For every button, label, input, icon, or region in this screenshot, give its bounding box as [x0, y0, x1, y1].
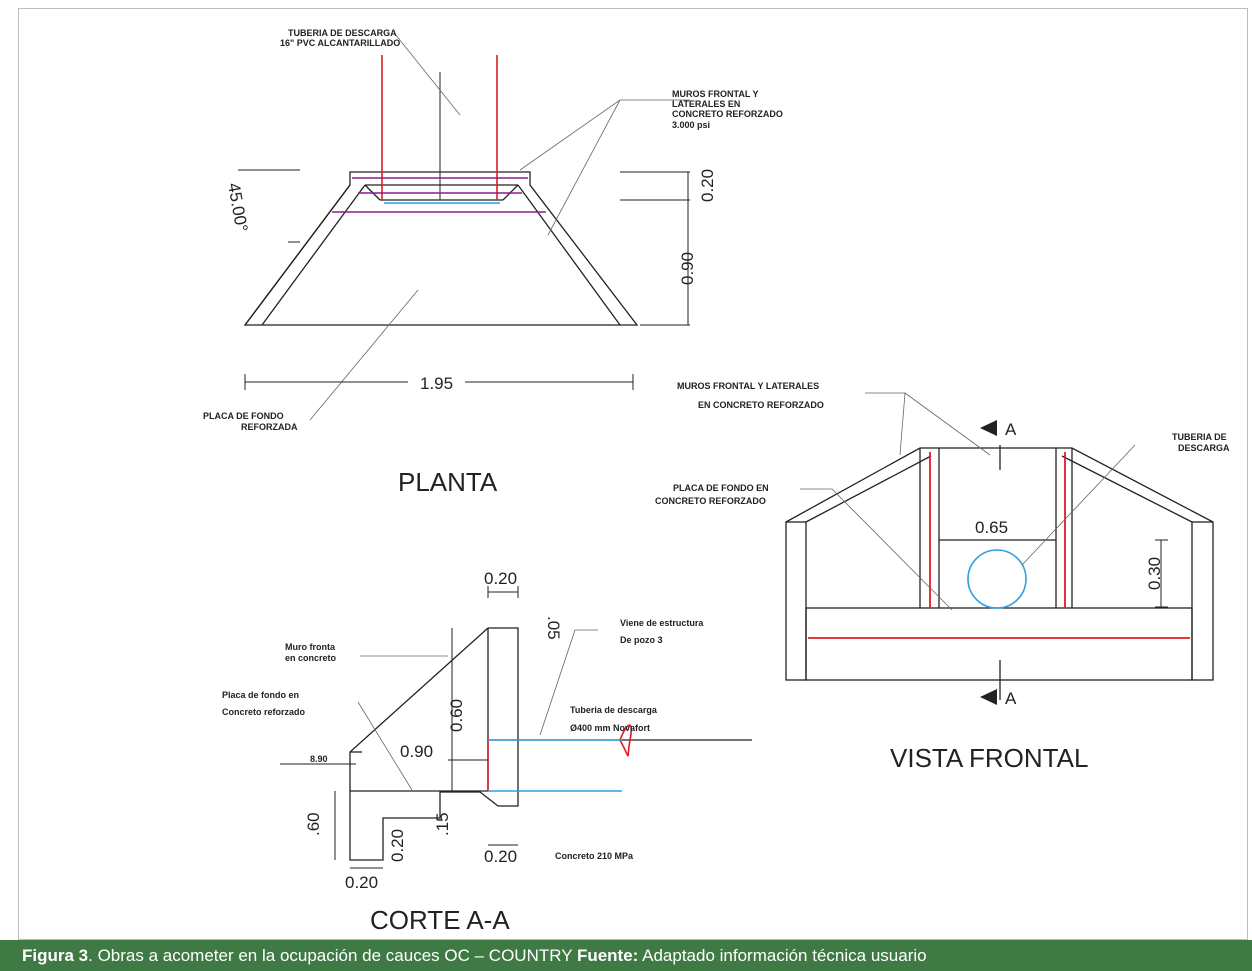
planta-rebar — [332, 177, 546, 213]
vf-label-placa-2: CONCRETO REFORZADO — [655, 496, 766, 506]
corte-dim-05: .05 — [544, 616, 563, 640]
vf-right-wing-inner — [1061, 455, 1193, 523]
vf-base-slab — [805, 607, 1193, 681]
vista-frontal-view — [785, 445, 1214, 700]
corte-dim-020-bottom: 0.20 — [484, 847, 517, 866]
caption-source-label: Fuente: — [576, 946, 639, 965]
corte-dim-020-inner: 0.20 — [388, 829, 407, 862]
planta-label-muros-4: 3.000 psi — [672, 120, 710, 130]
corte-dim-15: .15 — [433, 812, 452, 836]
vf-right-post — [1191, 521, 1214, 681]
corte-dim-60: .60 — [304, 812, 323, 836]
technical-drawing: TUBERIA DE DESCARGA 16" PVC ALCANTARILLA… — [203, 28, 1230, 935]
vf-dim-030: 0.30 — [1145, 557, 1164, 590]
vf-label-muros-1: MUROS FRONTAL Y LATERALES — [677, 381, 819, 391]
corte-dims — [280, 586, 519, 869]
vf-title: VISTA FRONTAL — [890, 743, 1088, 773]
vf-label-placa-1: PLACA DE FONDO EN — [673, 483, 769, 493]
leader-placa — [309, 289, 419, 421]
caption-source-text: Adaptado información técnica usuario — [638, 946, 927, 965]
vf-leader-tuberia — [1021, 444, 1136, 566]
drawing-frame — [18, 8, 1248, 940]
vf-dim-030-line — [1155, 539, 1168, 608]
planta-leaders — [309, 33, 690, 421]
planta-label-muros-3: CONCRETO REFORZADO — [672, 109, 783, 119]
corte-label-viene-2: De pozo 3 — [620, 635, 663, 645]
corte-red — [487, 724, 633, 791]
planta-label-placa-2: REFORZADA — [241, 422, 298, 432]
vf-red-lines — [808, 452, 1190, 639]
vf-leader-muros-1 — [865, 392, 906, 456]
corte-dim-890: 8.90 — [310, 754, 328, 764]
corte-label-placa-2: Concreto reforzado — [222, 707, 306, 717]
vf-left-wing-inner — [805, 455, 932, 523]
planta-title: PLANTA — [398, 467, 498, 497]
vf-section-label-bottom: A — [1005, 689, 1017, 708]
vf-label-tuberia-2: DESCARGA — [1178, 443, 1230, 453]
vf-leader-placa — [800, 488, 953, 611]
corte-dim-060: 0.60 — [447, 699, 466, 732]
corte-label-muro-2: en concreto — [285, 653, 337, 663]
planta-dim-020: 0.20 — [698, 169, 717, 202]
corte-label-tuberia-2: Ø400 mm Novafort — [570, 723, 650, 733]
planta-dim-195: 1.95 — [420, 374, 453, 393]
leader-muros-1 — [519, 99, 690, 171]
vf-pipe-circle — [967, 549, 1027, 609]
planta-outline — [243, 171, 639, 326]
caption-text: . Obras a acometer en la ocupación de ca… — [88, 946, 577, 965]
planta-pipes — [381, 55, 498, 200]
corte-label-viene-1: Viene de estructura — [620, 618, 704, 628]
planta-vertical-dims — [620, 171, 690, 326]
leader-tuberia — [394, 33, 461, 116]
planta-horizontal-dim — [244, 374, 634, 390]
planta-left-wing — [244, 184, 351, 326]
vf-label-tuberia-1: TUBERIA DE — [1172, 432, 1227, 442]
planta-label-tuberia-1: TUBERIA DE DESCARGA — [288, 28, 397, 38]
planta-label-placa-1: PLACA DE FONDO — [203, 411, 284, 421]
vf-label-muros-2: EN CONCRETO REFORZADO — [698, 400, 824, 410]
corte-dim-090: 0.90 — [400, 742, 433, 761]
planta-angle-text: 45.00° — [224, 181, 251, 233]
vf-leader-muros-2 — [904, 392, 991, 456]
corte-leader-viene — [539, 629, 598, 736]
corte-dim-020-base: 0.20 — [345, 873, 378, 892]
corte-leaders — [357, 629, 598, 791]
figure-caption: Figura 3. Obras a acometer en la ocupaci… — [0, 940, 1252, 971]
corte-label-concreto: Concreto 210 MPa — [555, 851, 634, 861]
planta-label-muros-1: MUROS FRONTAL Y — [672, 89, 759, 99]
corte-label-muro-1: Muro fronta — [285, 642, 336, 652]
planta-left-wing-inner — [261, 184, 366, 326]
corte-wing-slope — [349, 627, 489, 791]
planta-view — [243, 171, 639, 326]
corte-pipe — [488, 739, 622, 792]
vf-top-outline — [785, 447, 1214, 523]
planta-angle — [238, 169, 300, 243]
corte-leader-placa — [357, 701, 413, 791]
vf-section-arrow-bottom — [980, 689, 997, 705]
leader-muros-2 — [547, 99, 621, 236]
planta-right-wing-inner — [517, 184, 621, 326]
vf-left-post — [785, 521, 807, 681]
vf-leaders — [800, 392, 1136, 611]
caption-figure-label: Figura 3 — [22, 946, 89, 965]
vf-section-arrow-top — [980, 420, 997, 436]
planta-label-muros-2: LATERALES EN — [672, 99, 740, 109]
corte-title: CORTE A-A — [370, 905, 510, 935]
corte-label-placa-1: Placa de fondo en — [222, 690, 299, 700]
corte-dim-020-top: 0.20 — [484, 569, 517, 588]
corte-label-tuberia-1: Tuberia de descarga — [570, 705, 658, 715]
vf-section-label-top: A — [1005, 420, 1017, 439]
corte-pipe-break — [619, 724, 633, 757]
planta-dim-090: 0.90 — [678, 252, 697, 285]
planta-label-tuberia-2: 16" PVC ALCANTARILLADO — [280, 38, 400, 48]
vf-dim-065: 0.65 — [975, 518, 1008, 537]
